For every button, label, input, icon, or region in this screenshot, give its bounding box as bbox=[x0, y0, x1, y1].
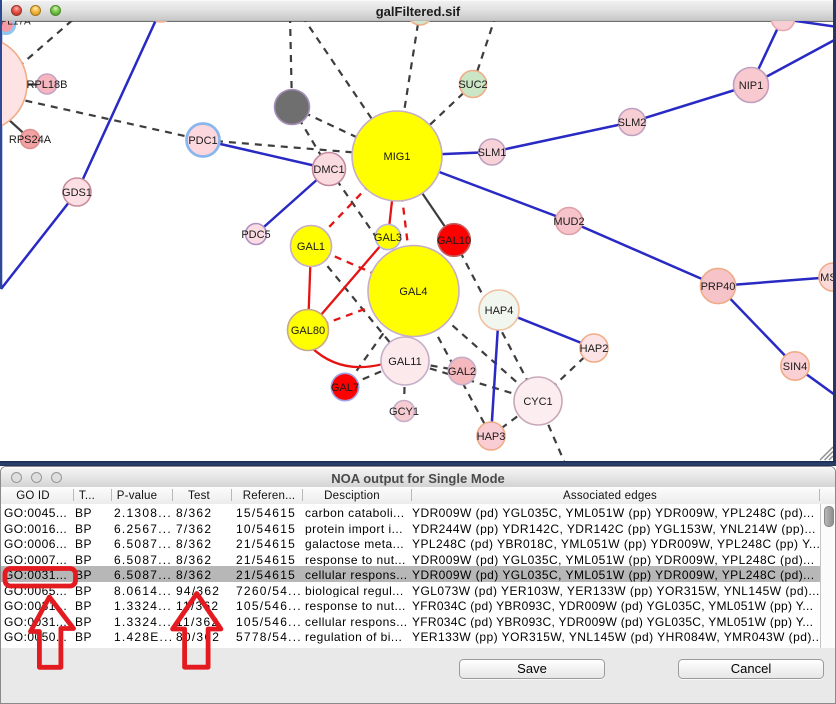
svg-text:RPS24A: RPS24A bbox=[9, 134, 52, 146]
svg-text:RPL18B: RPL18B bbox=[27, 79, 68, 91]
svg-text:SLM2: SLM2 bbox=[618, 117, 647, 129]
svg-text:PDC1: PDC1 bbox=[188, 135, 217, 147]
svg-text:MUD2: MUD2 bbox=[553, 216, 584, 228]
svg-text:GAL11: GAL11 bbox=[388, 356, 421, 368]
svg-text:GAL10: GAL10 bbox=[437, 235, 471, 247]
svg-text:GAL1: GAL1 bbox=[297, 241, 325, 253]
svg-text:CYC1: CYC1 bbox=[523, 396, 552, 408]
svg-text:GCY1: GCY1 bbox=[389, 406, 419, 418]
svg-text:GAL2: GAL2 bbox=[448, 366, 476, 378]
svg-text:GAL80: GAL80 bbox=[291, 325, 325, 337]
svg-text:NIP1: NIP1 bbox=[739, 80, 763, 92]
svg-text:MSI1: MSI1 bbox=[820, 272, 836, 284]
svg-text:PRP40: PRP40 bbox=[701, 281, 736, 293]
svg-text:SUC2: SUC2 bbox=[458, 79, 487, 91]
svg-text:RPL17A: RPL17A bbox=[0, 21, 31, 28]
svg-text:SIN4: SIN4 bbox=[783, 361, 807, 373]
svg-text:HAP3: HAP3 bbox=[477, 431, 506, 443]
svg-text:HAP2: HAP2 bbox=[580, 343, 609, 355]
svg-text:MIG1: MIG1 bbox=[384, 151, 411, 163]
svg-text:GAL4: GAL4 bbox=[399, 286, 427, 298]
svg-text:GDS1: GDS1 bbox=[62, 187, 92, 199]
svg-text:HAP4: HAP4 bbox=[485, 305, 514, 317]
svg-text:SLM1: SLM1 bbox=[478, 147, 507, 159]
svg-text:GAL7: GAL7 bbox=[331, 382, 359, 394]
svg-text:PDC5: PDC5 bbox=[241, 229, 270, 241]
svg-text:GAL3: GAL3 bbox=[374, 232, 402, 244]
svg-text:DMC1: DMC1 bbox=[313, 164, 344, 176]
